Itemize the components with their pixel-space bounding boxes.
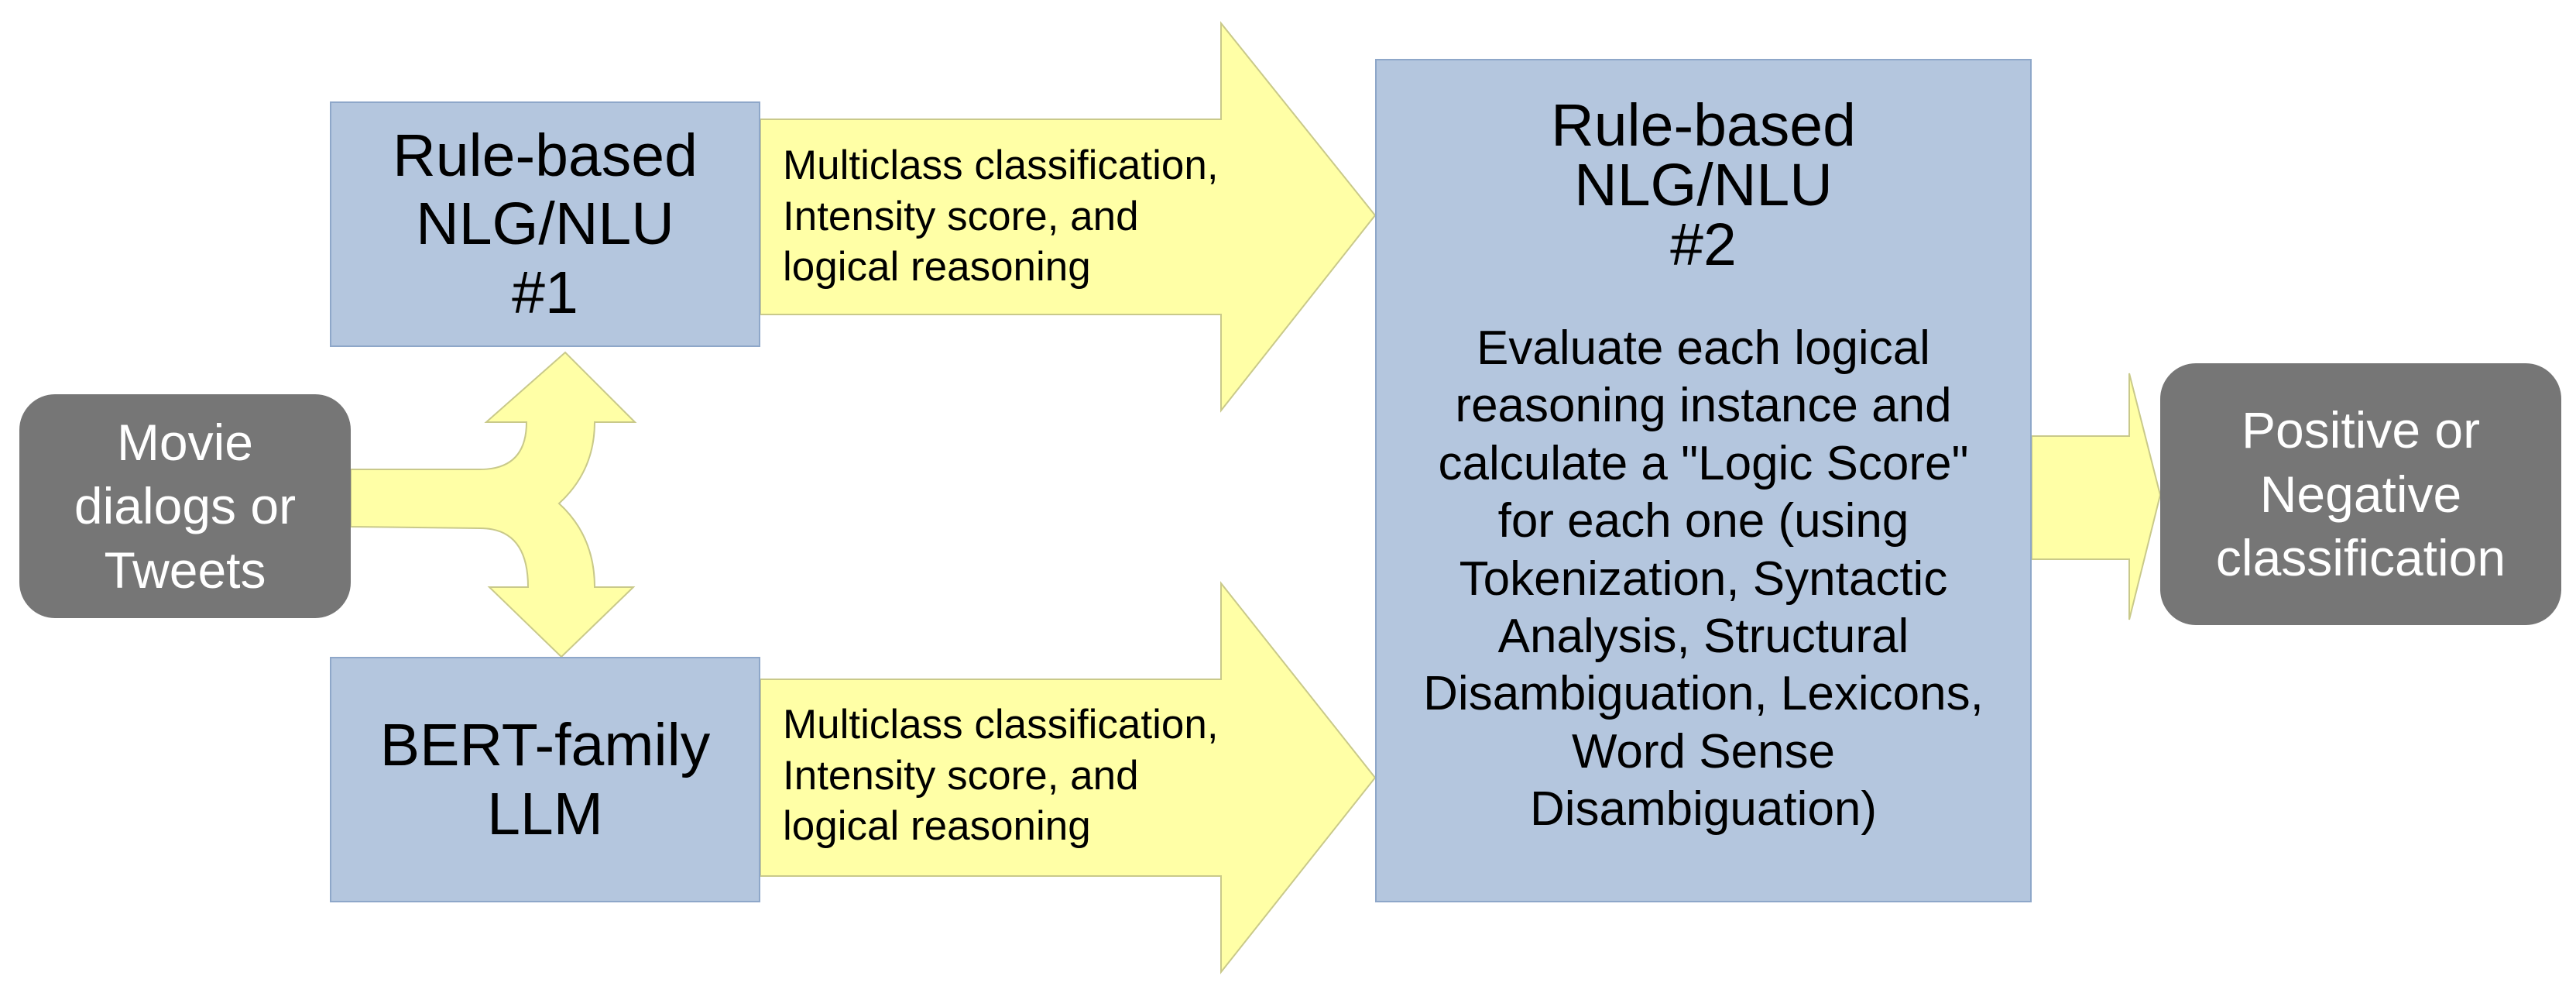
arrow-bottom-label: Multiclass classification, Intensity sco… bbox=[783, 702, 1219, 850]
bert-family-llm-node: BERT-family LLM bbox=[330, 657, 760, 902]
arrow-top-label: Multiclass classification, Intensity sco… bbox=[783, 143, 1219, 290]
rule-based-2-title: Rule-based NLG/NLU #2 bbox=[1551, 92, 1856, 278]
rule-based-2-description: Evaluate each logical reasoning instance… bbox=[1423, 321, 1984, 837]
rule-based-nlg-nlu-1-node: Rule-based NLG/NLU #1 bbox=[330, 101, 760, 347]
fork-arrow bbox=[350, 351, 637, 658]
arrow-rule1-to-rule2 bbox=[760, 21, 1377, 413]
rule-based-nlg-nlu-2-node: Rule-based NLG/NLU #2 Evaluate each logi… bbox=[1375, 59, 2032, 902]
arrow-rule2-to-output bbox=[2031, 373, 2162, 620]
arrow-bert-to-rule2 bbox=[760, 581, 1377, 974]
input-node: Movie dialogs or Tweets bbox=[19, 394, 351, 618]
output-node: Positive or Negative classification bbox=[2160, 363, 2561, 625]
